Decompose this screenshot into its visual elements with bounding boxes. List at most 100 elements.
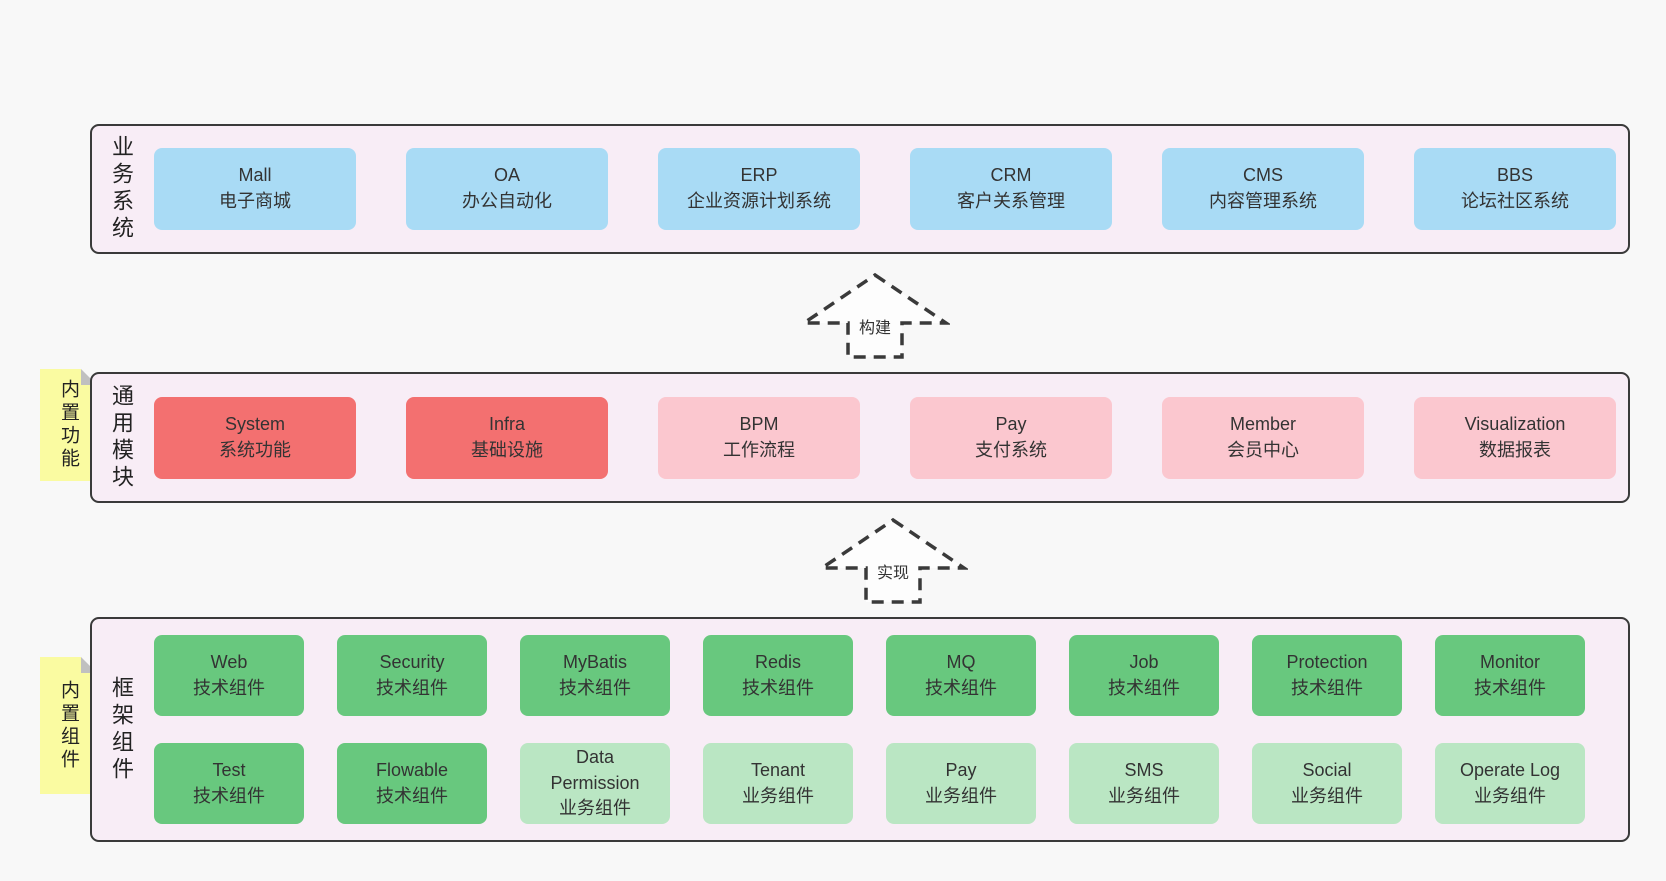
box-subtitle: 工作流程 — [723, 439, 795, 460]
box-title: BPM — [739, 413, 779, 434]
box-crm: CRM 客户关系管理 — [910, 148, 1112, 230]
box-title: Data Permission — [550, 747, 640, 793]
box-subtitle: 支付系统 — [975, 439, 1047, 460]
box-subtitle: 会员中心 — [1227, 439, 1299, 460]
box-title: Social — [1302, 759, 1352, 780]
box-title: Redis — [754, 651, 802, 672]
layer-common-modules-label: 通用模块 — [92, 374, 150, 501]
layer-common-modules-label-text: 通用模块 — [109, 383, 134, 492]
box-title: CRM — [990, 165, 1032, 186]
box-title: Member — [1229, 413, 1296, 434]
box-subtitle: 技术组件 — [376, 785, 448, 806]
box-title: Monitor — [1479, 651, 1541, 672]
box-mq: MQ 技术组件 — [886, 635, 1036, 716]
box-oa: OA 办公自动化 — [406, 148, 608, 230]
box-subtitle: 技术组件 — [559, 677, 631, 698]
box-bpm: BPM 工作流程 — [658, 396, 860, 479]
box-tenant: Tenant 业务组件 — [703, 743, 853, 824]
box-web: Web 技术组件 — [154, 635, 304, 716]
box-subtitle: 数据报表 — [1479, 439, 1551, 460]
box-title: Flowable — [375, 759, 449, 780]
box-title: Mall — [238, 165, 272, 186]
box-data-permission: Data Permission 业务组件 — [520, 743, 670, 824]
box-security: Security 技术组件 — [337, 635, 487, 716]
box-subtitle: 办公自动化 — [462, 191, 552, 211]
box-title: BBS — [1496, 165, 1534, 186]
box-subtitle: 技术组件 — [376, 677, 448, 698]
box-title: MQ — [946, 651, 976, 672]
layer-business-systems-label: 业务系统 — [92, 126, 150, 252]
arrow-up-icon: 构建 — [800, 272, 950, 359]
box-title: Job — [1129, 651, 1159, 672]
box-title: Infra — [488, 413, 526, 434]
box-subtitle: 技术组件 — [925, 677, 997, 698]
box-subtitle: 业务组件 — [742, 785, 814, 806]
box-member: Member 会员中心 — [1162, 396, 1364, 479]
box-subtitle: 技术组件 — [742, 677, 814, 698]
arrow-build: 构建 — [800, 272, 950, 360]
box-title: Visualization — [1464, 413, 1566, 434]
box-title: CMS — [1243, 165, 1283, 186]
box-monitor: Monitor 技术组件 — [1435, 635, 1585, 716]
box-subtitle: 业务组件 — [925, 785, 997, 806]
box-title: System — [224, 413, 285, 434]
box-subtitle: 技术组件 — [193, 677, 265, 698]
box-subtitle: 电子商城 — [219, 191, 291, 211]
sticky-note-built-in-components-text: 内置组件 — [58, 679, 79, 772]
sticky-note-built-in-components: 内置组件 — [40, 657, 97, 794]
box-protection: Protection 技术组件 — [1252, 635, 1402, 716]
box-subtitle: 业务组件 — [1108, 785, 1180, 806]
box-subtitle: 技术组件 — [1108, 677, 1180, 698]
box-subtitle: 业务组件 — [559, 798, 631, 819]
box-subtitle: 内容管理系统 — [1209, 191, 1317, 211]
box-title: Pay — [995, 413, 1027, 434]
box-visualization: Visualization 数据报表 — [1414, 396, 1616, 479]
arrow-implement-label-bg — [871, 561, 915, 584]
box-subtitle: 业务组件 — [1474, 785, 1546, 806]
box-job: Job 技术组件 — [1069, 635, 1219, 716]
box-title: MyBatis — [562, 651, 627, 672]
arrow-implement-label: 实现 — [877, 564, 909, 582]
box-title: Web — [210, 651, 248, 672]
box-title: SMS — [1124, 759, 1164, 780]
box-title: Test — [212, 759, 246, 780]
box-subtitle: 技术组件 — [193, 785, 265, 806]
box-redis: Redis 技术组件 — [703, 635, 853, 716]
arrow-build-label-bg — [853, 316, 897, 339]
box-title: ERP — [740, 165, 778, 186]
box-title: Protection — [1286, 651, 1368, 672]
sticky-note-built-in-features-text: 内置功能 — [58, 379, 79, 471]
box-subtitle: 客户关系管理 — [957, 191, 1065, 211]
box-title: Security — [379, 651, 445, 672]
box-subtitle: 技术组件 — [1474, 677, 1546, 698]
box-system: System 系统功能 — [154, 396, 356, 479]
arrow-implement: 实现 — [818, 517, 968, 605]
arrow-build-label: 构建 — [859, 319, 891, 337]
box-bbs: BBS 论坛社区系统 — [1414, 148, 1616, 230]
box-subtitle: 论坛社区系统 — [1461, 191, 1569, 211]
arrow-up-icon: 实现 — [818, 517, 968, 604]
box-pay: Pay 支付系统 — [910, 396, 1112, 479]
sticky-note-built-in-features: 内置功能 — [40, 369, 97, 481]
box-subtitle: 技术组件 — [1291, 677, 1363, 698]
box-title: Pay — [945, 759, 977, 780]
box-subtitle: 系统功能 — [219, 439, 291, 460]
box-pay: Pay 业务组件 — [886, 743, 1036, 824]
box-title: OA — [493, 165, 520, 186]
box-flowable: Flowable 技术组件 — [337, 743, 487, 824]
box-test: Test 技术组件 — [154, 743, 304, 824]
layer-framework-components-label-text: 框架组件 — [109, 675, 134, 784]
box-mybatis: MyBatis 技术组件 — [520, 635, 670, 716]
box-title: Tenant — [750, 759, 806, 780]
